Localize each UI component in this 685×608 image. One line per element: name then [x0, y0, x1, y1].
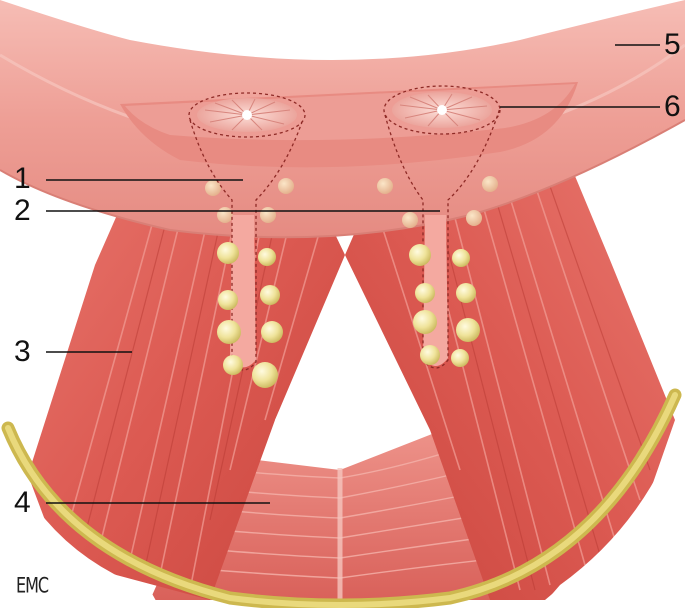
- emc-logo: EMC: [16, 572, 48, 598]
- label-4: 4: [14, 488, 31, 518]
- label-2: 2: [14, 196, 31, 226]
- label-6: 6: [664, 92, 681, 122]
- label-5: 5: [664, 30, 681, 60]
- label-3: 3: [14, 337, 31, 367]
- label-1: 1: [14, 164, 31, 194]
